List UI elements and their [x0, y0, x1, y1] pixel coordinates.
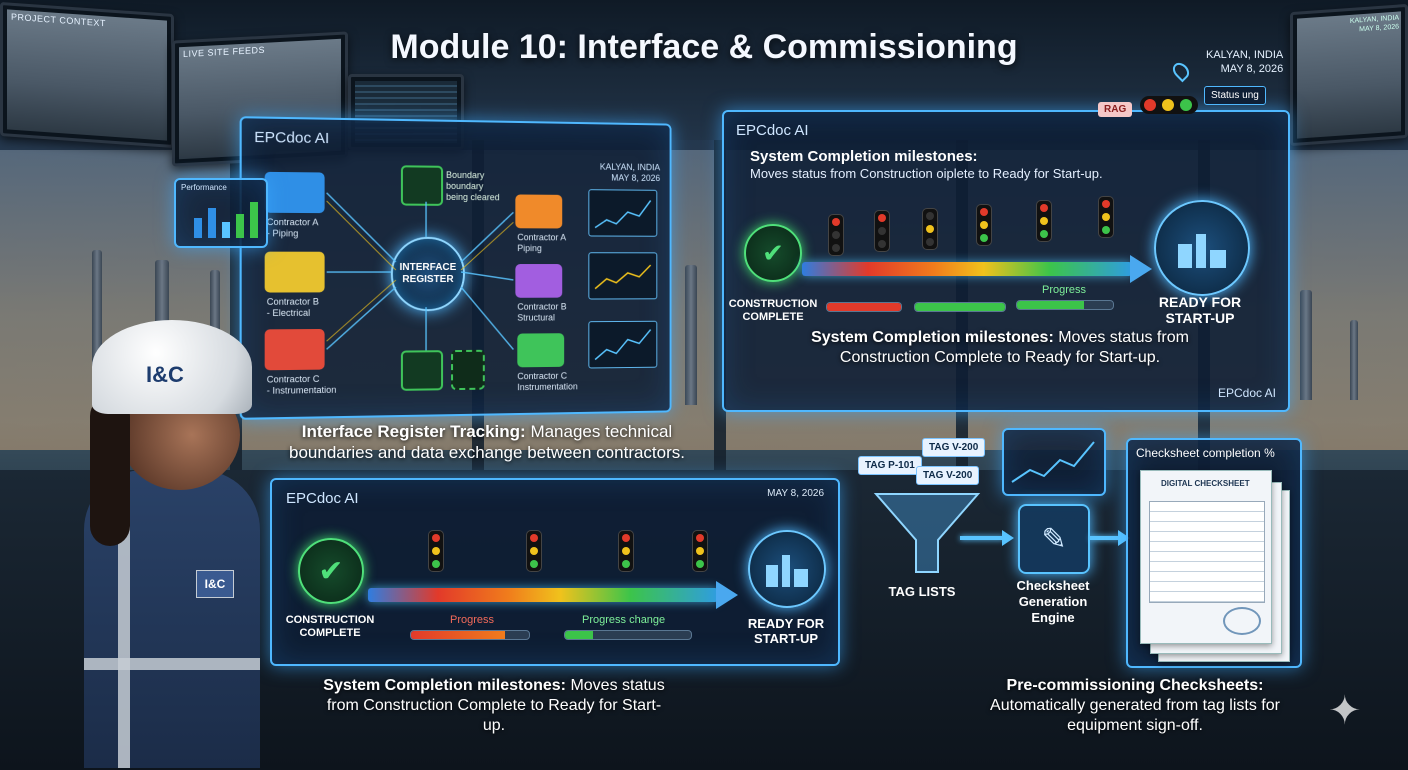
performance-bar: [222, 222, 230, 238]
traffic-light-icon: [976, 204, 992, 246]
construction-complete-icon: ✔: [744, 224, 802, 282]
traffic-light-icon: [874, 210, 890, 252]
status-bar-red: [826, 302, 902, 312]
hard-hat: I&C: [92, 320, 252, 414]
milestone-pipeline: [802, 262, 1132, 276]
engineer-ponytail: [90, 396, 130, 546]
location-label: KALYAN, INDIA MAY 8, 2026: [1206, 48, 1283, 76]
checksheet-table: [1149, 501, 1265, 603]
milestone-pipeline: [368, 588, 718, 602]
construction-complete-label: CONSTRUCTION COMPLETE: [728, 298, 818, 324]
mini-line-chart: [588, 189, 657, 237]
panel-brand: EPCdoc AI: [286, 490, 359, 507]
traffic-light-icon: [828, 214, 844, 256]
traffic-light-icon: [692, 530, 708, 572]
mini-line-chart: [588, 321, 657, 369]
tag-lists-label: TAG LISTS: [882, 584, 962, 599]
interface-caption: Interface Register Tracking: Manages tec…: [262, 421, 712, 463]
tag-chip: TAG P-101: [858, 456, 922, 475]
checksheet-caption: Pre-commissioning Checksheets: Automatic…: [960, 676, 1310, 736]
monitor-project-context: PROJECT CONTEXT: [0, 2, 174, 148]
panel-brand: EPCdoc AI: [736, 122, 809, 139]
rag-lights: [1140, 96, 1198, 114]
flow-arrow-icon: [960, 536, 1004, 540]
performance-widget: Performance: [174, 178, 268, 248]
construction-complete-icon: ✔: [298, 538, 364, 604]
caption-bold: System Completion milestones:: [811, 329, 1054, 346]
performance-label: Performance: [181, 183, 227, 192]
helmet-label: I&C: [146, 362, 184, 388]
mini-line-chart: [588, 252, 657, 299]
progress-label: Progress: [450, 614, 494, 626]
milestones-heading: System Completion milestones:: [750, 148, 978, 165]
tag-chip: TAG V-200: [922, 438, 985, 457]
sparkle-icon: ✦: [1328, 688, 1362, 734]
traffic-light-icon: [1098, 196, 1114, 238]
panel-date: MAY 8, 2026: [767, 488, 824, 499]
reflective-stripe: [84, 658, 260, 670]
traffic-light-icon: [526, 530, 542, 572]
performance-bar: [194, 218, 202, 238]
ready-for-startup-label: READY FOR START-UP: [1142, 294, 1258, 326]
caption-text: Automatically generated from tag lists f…: [960, 696, 1310, 736]
plant-startup-icon: [748, 530, 826, 608]
caption-bold: Pre-commissioning Checksheets:: [960, 676, 1310, 696]
status-bar-green: [914, 302, 1006, 312]
caption-bold: Interface Register Tracking:: [302, 422, 526, 441]
milestones-top-caption: System Completion milestones: Moves stat…: [780, 328, 1220, 368]
traffic-light-icon: [618, 530, 634, 572]
traffic-light-icon: [428, 530, 444, 572]
engine-label: Checksheet Generation Engine: [1004, 578, 1102, 626]
ready-for-startup-label: READY FOR START-UP: [740, 616, 832, 646]
page-title: Module 10: Interface & Commissioning: [0, 28, 1408, 67]
checksheet-engine-icon: ✎: [1018, 504, 1090, 574]
traffic-light-icon: [922, 208, 938, 250]
interface-register-panel: EPCdoc AI KALYAN, INDIA MAY 8, 2026 INTE…: [240, 116, 672, 420]
shoulder-badge: I&C: [196, 570, 234, 598]
tag-chip: TAG V-200: [916, 466, 979, 485]
checksheet-document[interactable]: DIGITAL CHECKSHEET: [1140, 470, 1272, 644]
progress-bar: [410, 630, 530, 640]
traffic-light-icon: [1036, 200, 1052, 242]
flow-arrow-icon: [1090, 536, 1120, 540]
checksheet-completion-label: Checksheet completion %: [1136, 446, 1275, 460]
plant-startup-icon: [1154, 200, 1250, 296]
panel-brand-bottom: EPCdoc AI: [1218, 386, 1276, 400]
construction-complete-label: CONSTRUCTION COMPLETE: [278, 614, 382, 640]
pipeline-arrow-icon: [716, 581, 738, 609]
milestones-panel-bottom: EPCdoc AI MAY 8, 2026 ✔ CONSTRUCTION COM…: [270, 478, 840, 666]
milestones-subheading: Moves status from Construction oiplete t…: [750, 166, 1103, 181]
performance-bar: [208, 208, 216, 238]
monitor-right: KALYAN, INDIA MAY 8, 2026: [1290, 4, 1408, 146]
performance-bar: [250, 202, 258, 238]
funnel-icon: [872, 490, 982, 576]
status-chip[interactable]: Status ung: [1204, 86, 1266, 105]
progress-bar: [1016, 300, 1114, 310]
milestones-caption: System Completion milestones: Moves stat…: [318, 676, 670, 736]
pipeline-arrow-icon: [1130, 255, 1152, 283]
performance-bar: [236, 214, 244, 238]
rag-label: RAG: [1098, 102, 1132, 117]
approval-stamp-icon: [1223, 607, 1261, 635]
sheet-title: DIGITAL CHECKSHEET: [1161, 479, 1250, 488]
progress-label: Progress: [1042, 284, 1086, 296]
caption-bold: System Completion milestones:: [323, 677, 566, 694]
trend-chart-widget: [1002, 428, 1106, 496]
progress-change-label: Progress change: [582, 614, 665, 626]
progress-change-bar: [564, 630, 692, 640]
